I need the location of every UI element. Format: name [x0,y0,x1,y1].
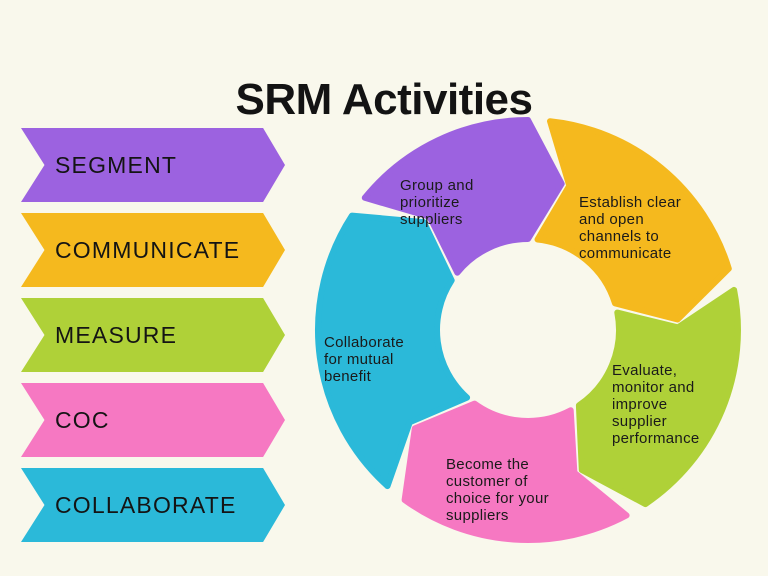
step-arrow-communicate-label: COMMUNICATE [55,236,241,263]
wheel-label-collaborate: Collaborate for mutual benefit [324,334,405,385]
step-arrow-measure-label: MEASURE [55,321,178,348]
wheel-segment-measure [575,286,741,508]
step-arrow-collaborate-label: COLLABORATE [55,491,237,518]
page-title: SRM Activities [235,75,533,125]
wheel-segment-communicate [534,118,732,323]
step-arrow-collaborate: COLLABORATE [21,468,285,542]
wheel-label-measure: Evaluate, monitor and improve supplier p… [612,362,700,447]
step-arrow-segment: SEGMENT [21,128,285,202]
wheel-label-communicate: Establish clear and open channels to com… [579,194,682,262]
wheel-label-segment: Group and prioritize suppliers [400,177,474,228]
step-arrow-coc: COC [21,383,285,457]
wheel-segment-coc [401,400,630,543]
step-arrow-coc-label: COC [55,406,110,433]
step-arrow-measure: MEASURE [21,298,285,372]
step-arrow-communicate: COMMUNICATE [21,213,285,287]
wheel-label-coc: Become the customer of choice for your s… [446,456,549,524]
wheel-segment-collaborate [315,212,471,490]
step-arrow-segment-label: SEGMENT [55,151,178,178]
wheel-segment-segment [361,117,565,276]
